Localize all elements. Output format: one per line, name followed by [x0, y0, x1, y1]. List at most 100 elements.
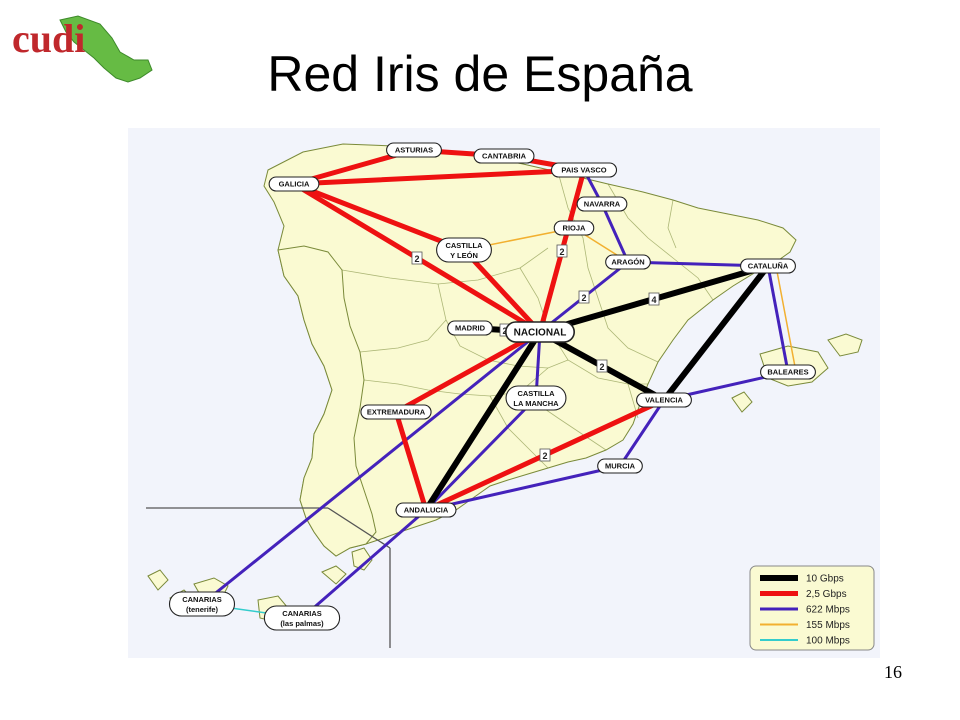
link-badge-label: 2	[599, 362, 604, 372]
link-cataluna-baleares	[775, 265, 797, 373]
node-pill	[740, 258, 796, 274]
node-label: PAIS VASCO	[561, 166, 606, 175]
node-pill	[436, 237, 492, 263]
link-valencia-murcia	[618, 398, 666, 468]
node-navarra: NAVARRA	[576, 196, 628, 212]
node-label-line2: (tenerife)	[186, 605, 219, 614]
node-label: GALICIA	[279, 180, 310, 189]
node-nacional: NACIONAL	[504, 321, 575, 343]
link-castillamancha-andalucia	[424, 396, 538, 512]
link-badge-label: 2	[559, 247, 564, 257]
legend-item: 2,5 Gbps	[760, 589, 847, 600]
legend-label: 2,5 Gbps	[806, 589, 847, 600]
node-label: CANTABRIA	[482, 152, 527, 161]
slide-title: Red Iris de España	[267, 46, 693, 102]
node-valencia: VALENCIA	[636, 392, 692, 408]
node-andalucia: ANDALUCIA	[395, 502, 457, 518]
node-pill	[360, 404, 432, 420]
node-paisvasco: PAIS VASCO	[550, 162, 618, 178]
link-badge: 2	[556, 244, 568, 258]
node-galicia: GALICIA	[268, 176, 320, 192]
node-label-line2: LA MANCHA	[513, 399, 559, 408]
legend-label: 100 Mbps	[806, 636, 850, 647]
node-pill	[386, 142, 442, 158]
node-label: MADRID	[455, 324, 486, 333]
link-murcia-andalucia	[424, 464, 622, 512]
node-cantabria: CANTABRIA	[473, 148, 535, 164]
node-pill	[504, 321, 575, 343]
node-label: CATALUÑA	[748, 262, 789, 271]
legend-label: 155 Mbps	[806, 620, 850, 631]
node-label: ARAGÓN	[611, 258, 644, 267]
link-nacional-extremadura	[393, 329, 543, 415]
link-galicia-paisvasco	[291, 167, 587, 187]
legend-item: 100 Mbps	[760, 636, 850, 647]
node-label-line2: (las palmas)	[280, 619, 324, 628]
network-nodes: ASTURIAS CANTABRIA PAIS VASCO GALICIA NAVARR…	[168, 142, 816, 631]
link-badge: 2	[411, 251, 423, 265]
node-pill	[263, 605, 341, 631]
node-asturias: ASTURIAS	[386, 142, 442, 158]
legend-label: 622 Mbps	[806, 605, 850, 616]
link-badge-label: 2	[542, 451, 547, 461]
node-pill	[597, 458, 643, 474]
link-badge-label: 2	[414, 254, 419, 264]
cudi-logo: cudi	[12, 15, 153, 83]
node-label: ASTURIAS	[395, 146, 433, 155]
link-nacional-andalucia	[423, 329, 543, 513]
node-pill	[636, 392, 692, 408]
node-rioja: RIOJA	[553, 220, 595, 236]
node-pill	[395, 502, 457, 518]
node-pill	[473, 148, 535, 164]
node-label: NAVARRA	[584, 200, 621, 209]
link-badge-label: 4	[651, 295, 656, 305]
node-label: NACIONAL	[514, 328, 567, 339]
link-andalucia-canariaslp	[300, 508, 428, 620]
node-pill	[550, 162, 618, 178]
link-badge: 2	[596, 359, 608, 373]
node-label: CASTILLA	[445, 241, 483, 250]
node-baleares: BALEARES	[760, 364, 816, 380]
canarias-inset-frame	[146, 507, 391, 648]
link-extremadura-andalucia	[393, 409, 429, 513]
link-badge: 2	[539, 448, 551, 462]
node-label: ANDALUCIA	[404, 506, 449, 515]
link-badge-label: 2	[581, 293, 586, 303]
link-badge-label: 2	[502, 326, 507, 336]
node-pill	[447, 320, 493, 336]
link-cataluna-valencia	[661, 263, 771, 403]
legend-box	[749, 565, 875, 651]
link-cataluna-baleares	[766, 264, 790, 374]
portugal	[277, 245, 377, 557]
node-pill	[605, 254, 651, 270]
node-extremadura: EXTREMADURA	[360, 404, 432, 420]
network-map: 2 2 2 2 2 4 2 ASTURIAS CANTABRIA PAIS VASCO GALIC…	[128, 128, 880, 658]
legend: 10 Gbps 2,5 Gbps 622 Mbps 155 Mbps 100 Mbps	[749, 565, 875, 651]
node-cataluna: CATALUÑA	[740, 258, 796, 274]
node-pill	[553, 220, 595, 236]
legend-item: 155 Mbps	[760, 620, 850, 631]
node-aragon: ARAGÓN	[605, 254, 651, 270]
legend-label: 10 Gbps	[806, 574, 844, 585]
node-pill	[576, 196, 628, 212]
node-label: CANARIAS	[282, 609, 322, 618]
mexico-map-icon	[59, 15, 153, 83]
node-label: CANARIAS	[182, 595, 222, 604]
legend-item: 10 Gbps	[760, 574, 844, 585]
link-castillaleon-nacional	[461, 247, 543, 335]
logo-wordmark: cudi	[12, 16, 85, 61]
node-label: MURCIA	[605, 462, 636, 471]
node-label: EXTREMADURA	[367, 408, 426, 417]
link-nacional-canariasten	[200, 330, 542, 606]
link-badge: 2	[578, 290, 590, 304]
node-pill	[168, 591, 236, 617]
node-label-line2: Y LEÓN	[450, 251, 478, 260]
page-number: 16	[884, 662, 902, 682]
node-pill	[505, 385, 567, 411]
link-navarra-aragon	[600, 202, 630, 264]
legend-item: 622 Mbps	[760, 605, 850, 616]
node-pill	[760, 364, 816, 380]
link-badge: 4	[648, 292, 660, 306]
